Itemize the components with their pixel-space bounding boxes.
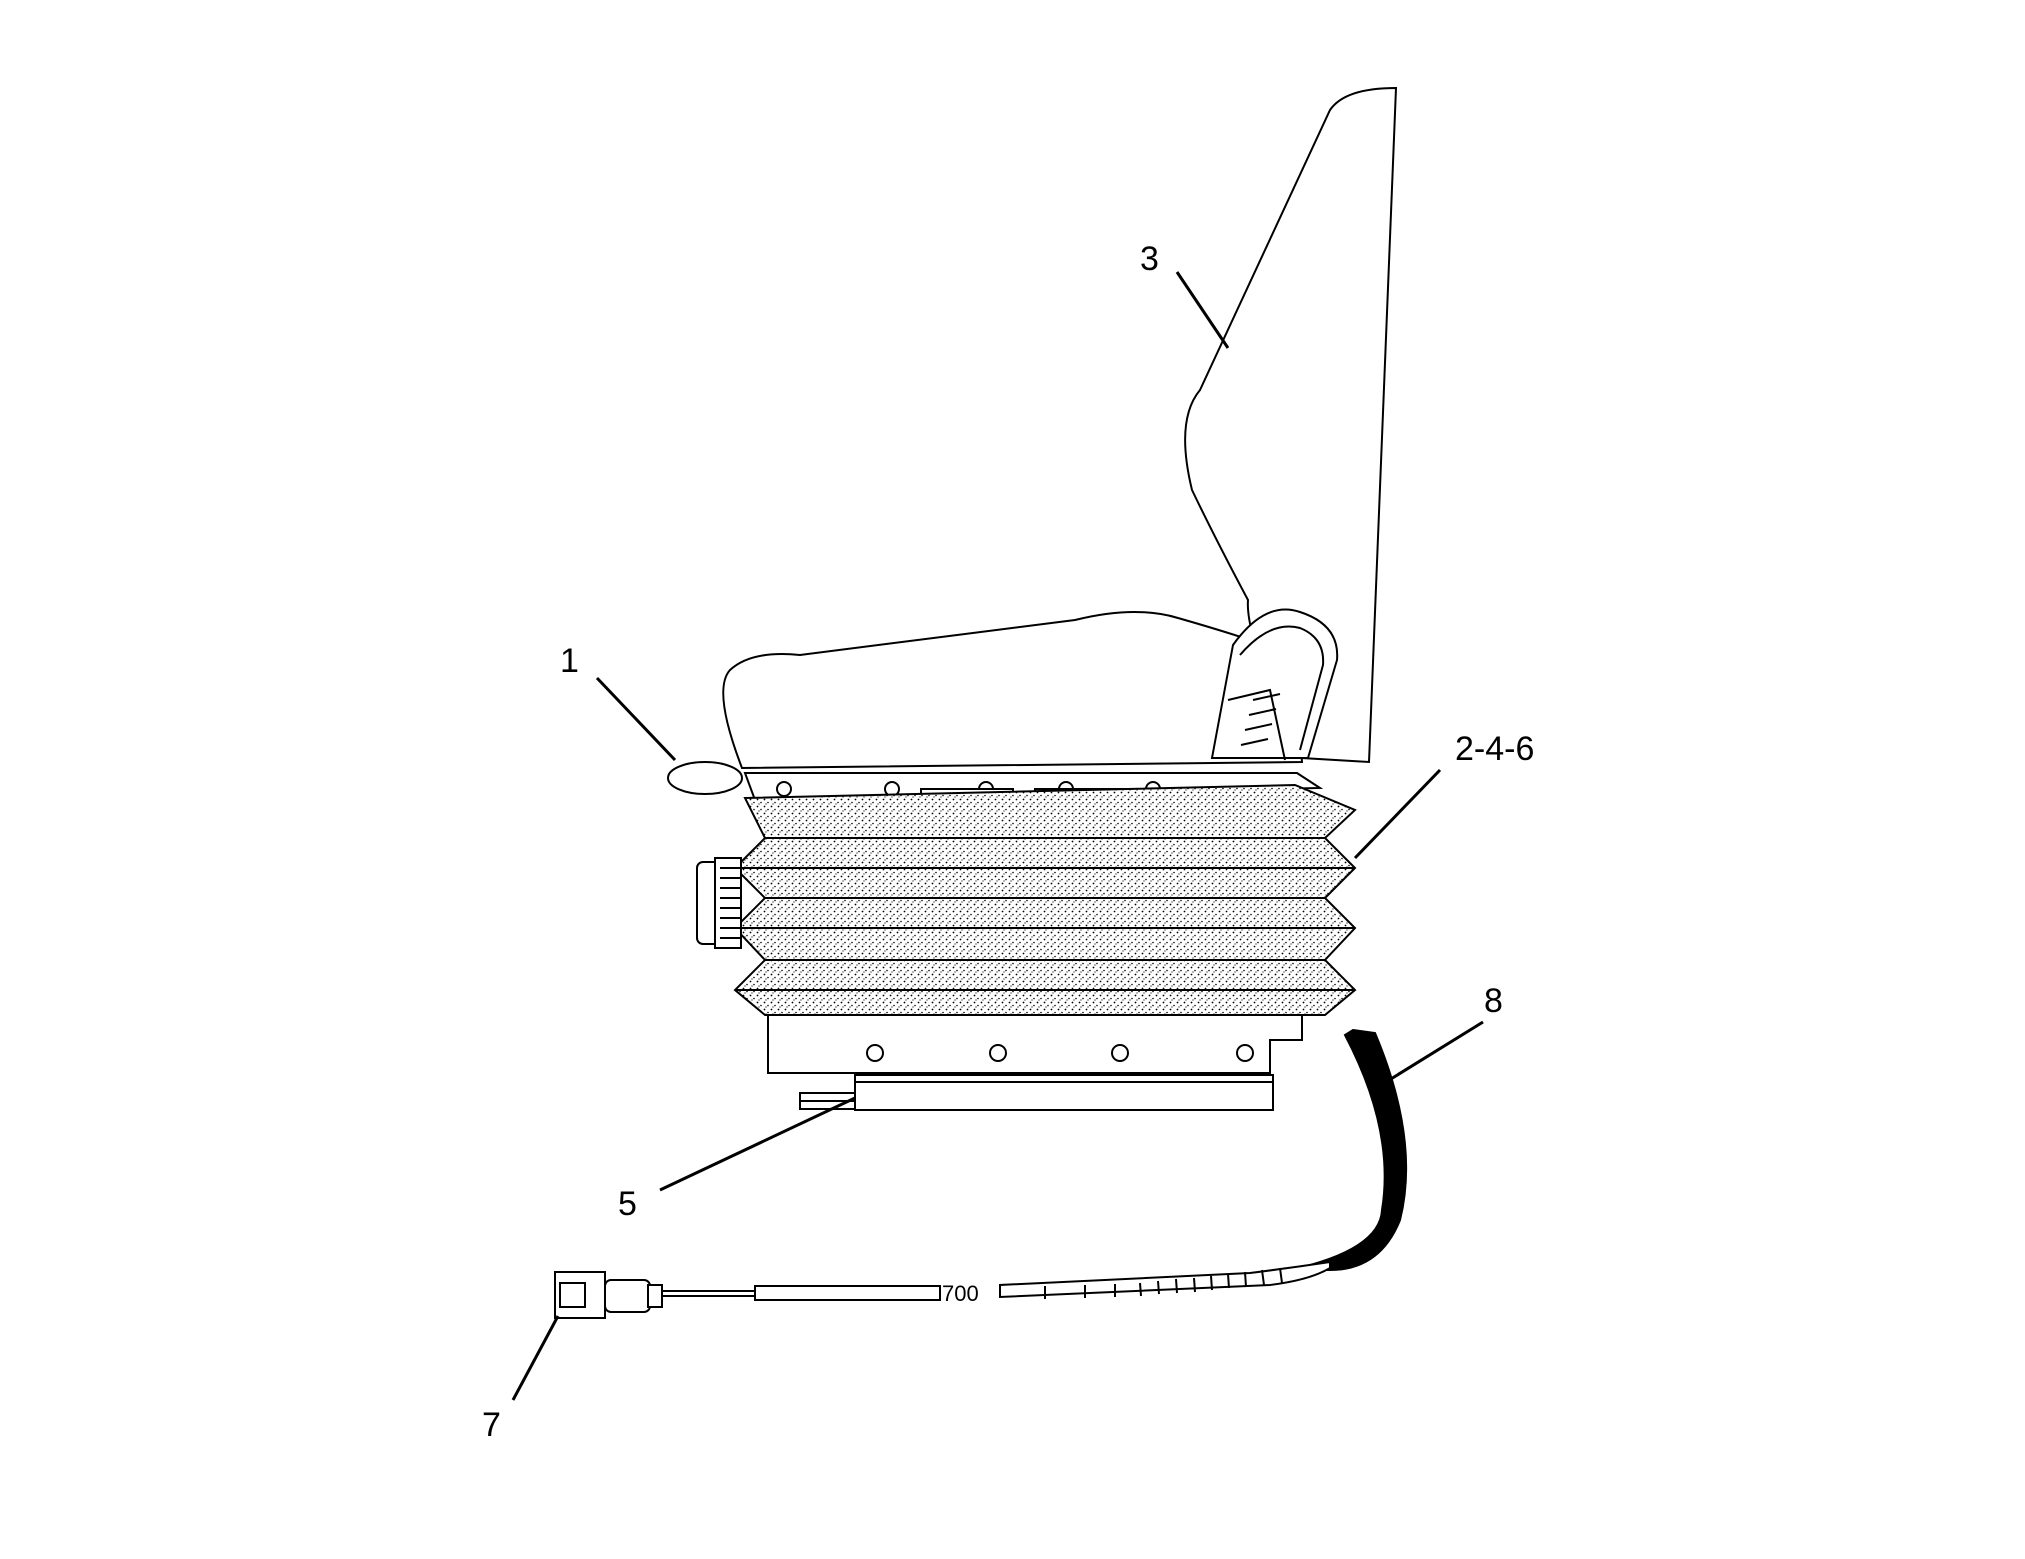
callout-1: 1 [560, 642, 579, 680]
callout-8: 8 [1484, 982, 1503, 1020]
slide-rail [799, 1074, 1274, 1111]
recline-mechanism [1210, 608, 1339, 761]
suspension-bellows [733, 783, 1357, 1016]
leader-8 [1385, 1020, 1484, 1084]
cable-marking: 700 [942, 1281, 979, 1306]
weight-adjust-knob [696, 857, 742, 949]
callout-3: 3 [1140, 240, 1159, 278]
leader-5 [659, 1096, 856, 1192]
callout-5: 5 [618, 1185, 637, 1223]
electrical-connector [554, 1271, 663, 1319]
leader-7 [511, 1315, 560, 1401]
leader-2-4-6 [1353, 768, 1442, 860]
leader-1 [595, 676, 677, 762]
lower-frame [767, 1014, 1303, 1074]
callout-2-4-6: 2-4-6 [1455, 730, 1534, 768]
adjustment-handle [667, 761, 743, 795]
leader-3 [1175, 271, 1230, 349]
seat-cushion [722, 610, 1304, 770]
callout-7: 7 [482, 1406, 501, 1444]
wiring-harness: 700 [660, 1028, 1408, 1306]
